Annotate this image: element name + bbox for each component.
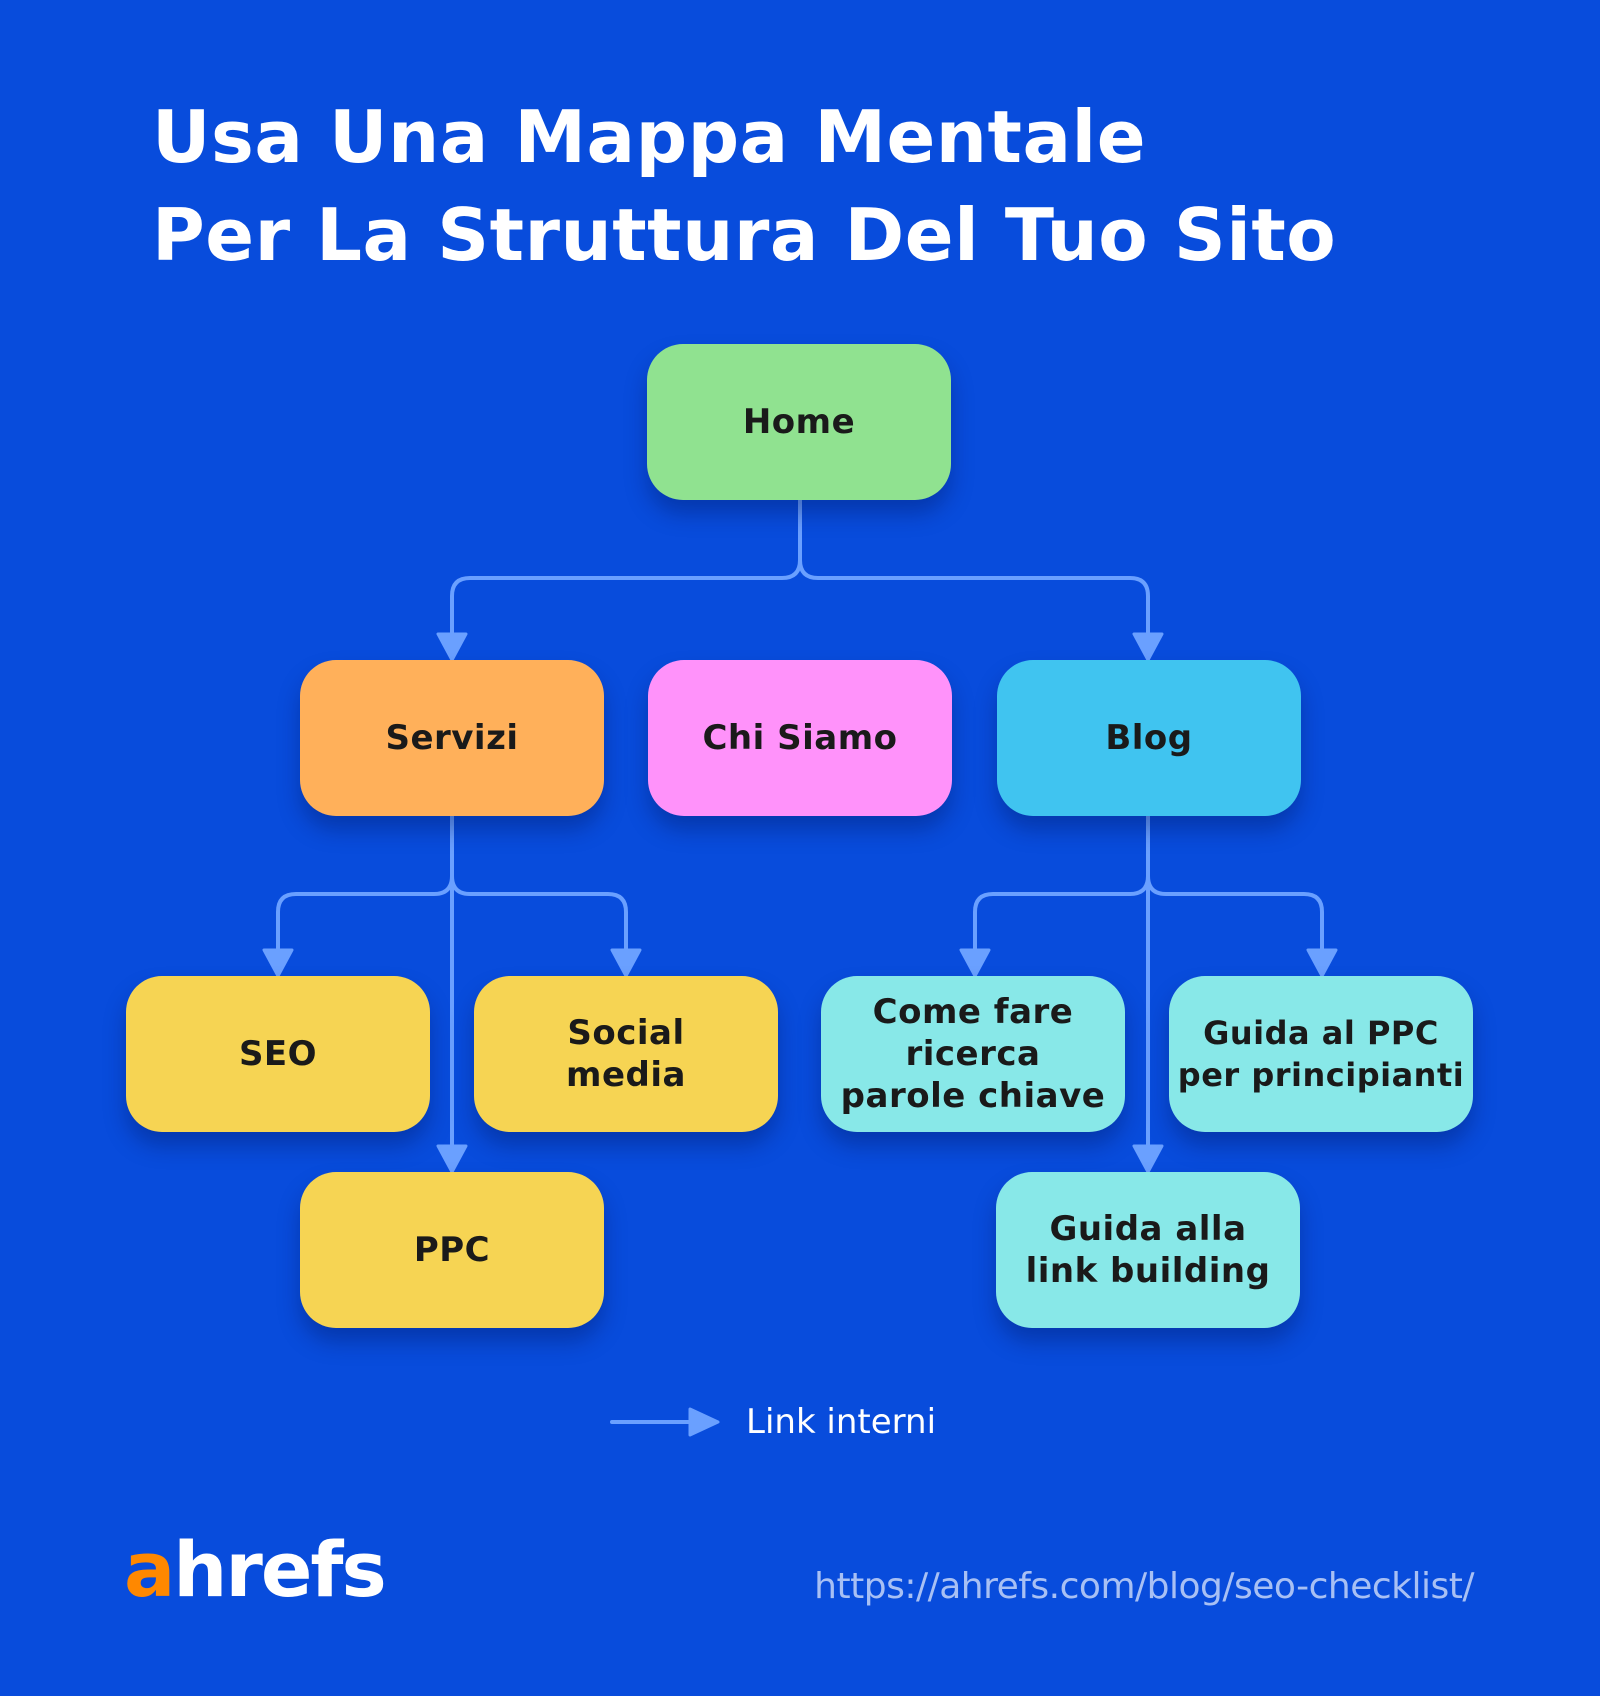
- arrowhead-icon: [610, 948, 642, 978]
- node-ppc: PPC: [300, 1172, 604, 1328]
- logo-text: hrefs: [173, 1525, 386, 1614]
- source-url: https://ahrefs.com/blog/seo-checklist/: [814, 1566, 1474, 1607]
- connector-blog-ppcguide: [1146, 814, 1324, 954]
- connector-home-blog: [798, 498, 1150, 638]
- legend-label: Link interni: [746, 1402, 937, 1442]
- arrowhead-icon: [1132, 1144, 1164, 1174]
- legend: Link interni: [610, 1402, 936, 1442]
- connector-servizi-social: [450, 814, 628, 954]
- arrowhead-icon: [959, 948, 991, 978]
- arrowhead-icon: [436, 1144, 468, 1174]
- node-seo: SEO: [126, 976, 430, 1132]
- connector-home-servizi: [450, 498, 802, 638]
- node-servizi: Servizi: [300, 660, 604, 816]
- node-link-building: Guida alla link building: [996, 1172, 1300, 1328]
- node-blog: Blog: [997, 660, 1301, 816]
- title-line-2: Per La Struttura Del Tuo Sito: [152, 193, 1337, 277]
- arrowhead-icon: [262, 948, 294, 978]
- node-chi-siamo: Chi Siamo: [648, 660, 952, 816]
- connector-blog-keyword: [973, 814, 1150, 954]
- node-social-media: Social media: [474, 976, 778, 1132]
- page-title: Usa Una Mappa Mentale Per La Struttura D…: [152, 88, 1336, 284]
- title-line-1: Usa Una Mappa Mentale: [152, 95, 1147, 179]
- arrowhead-icon: [1306, 948, 1338, 978]
- arrow-right-icon: [610, 1407, 720, 1437]
- node-home: Home: [647, 344, 951, 500]
- arrowhead-icon: [1132, 632, 1164, 662]
- connector-servizi-seo: [276, 814, 454, 954]
- node-ppc-guide: Guida al PPC per principianti: [1169, 976, 1473, 1132]
- logo-accent: a: [124, 1525, 175, 1614]
- node-keyword-research: Come fare ricerca parole chiave: [821, 976, 1125, 1132]
- arrowhead-icon: [436, 632, 468, 662]
- ahrefs-logo: ahrefs: [124, 1530, 387, 1610]
